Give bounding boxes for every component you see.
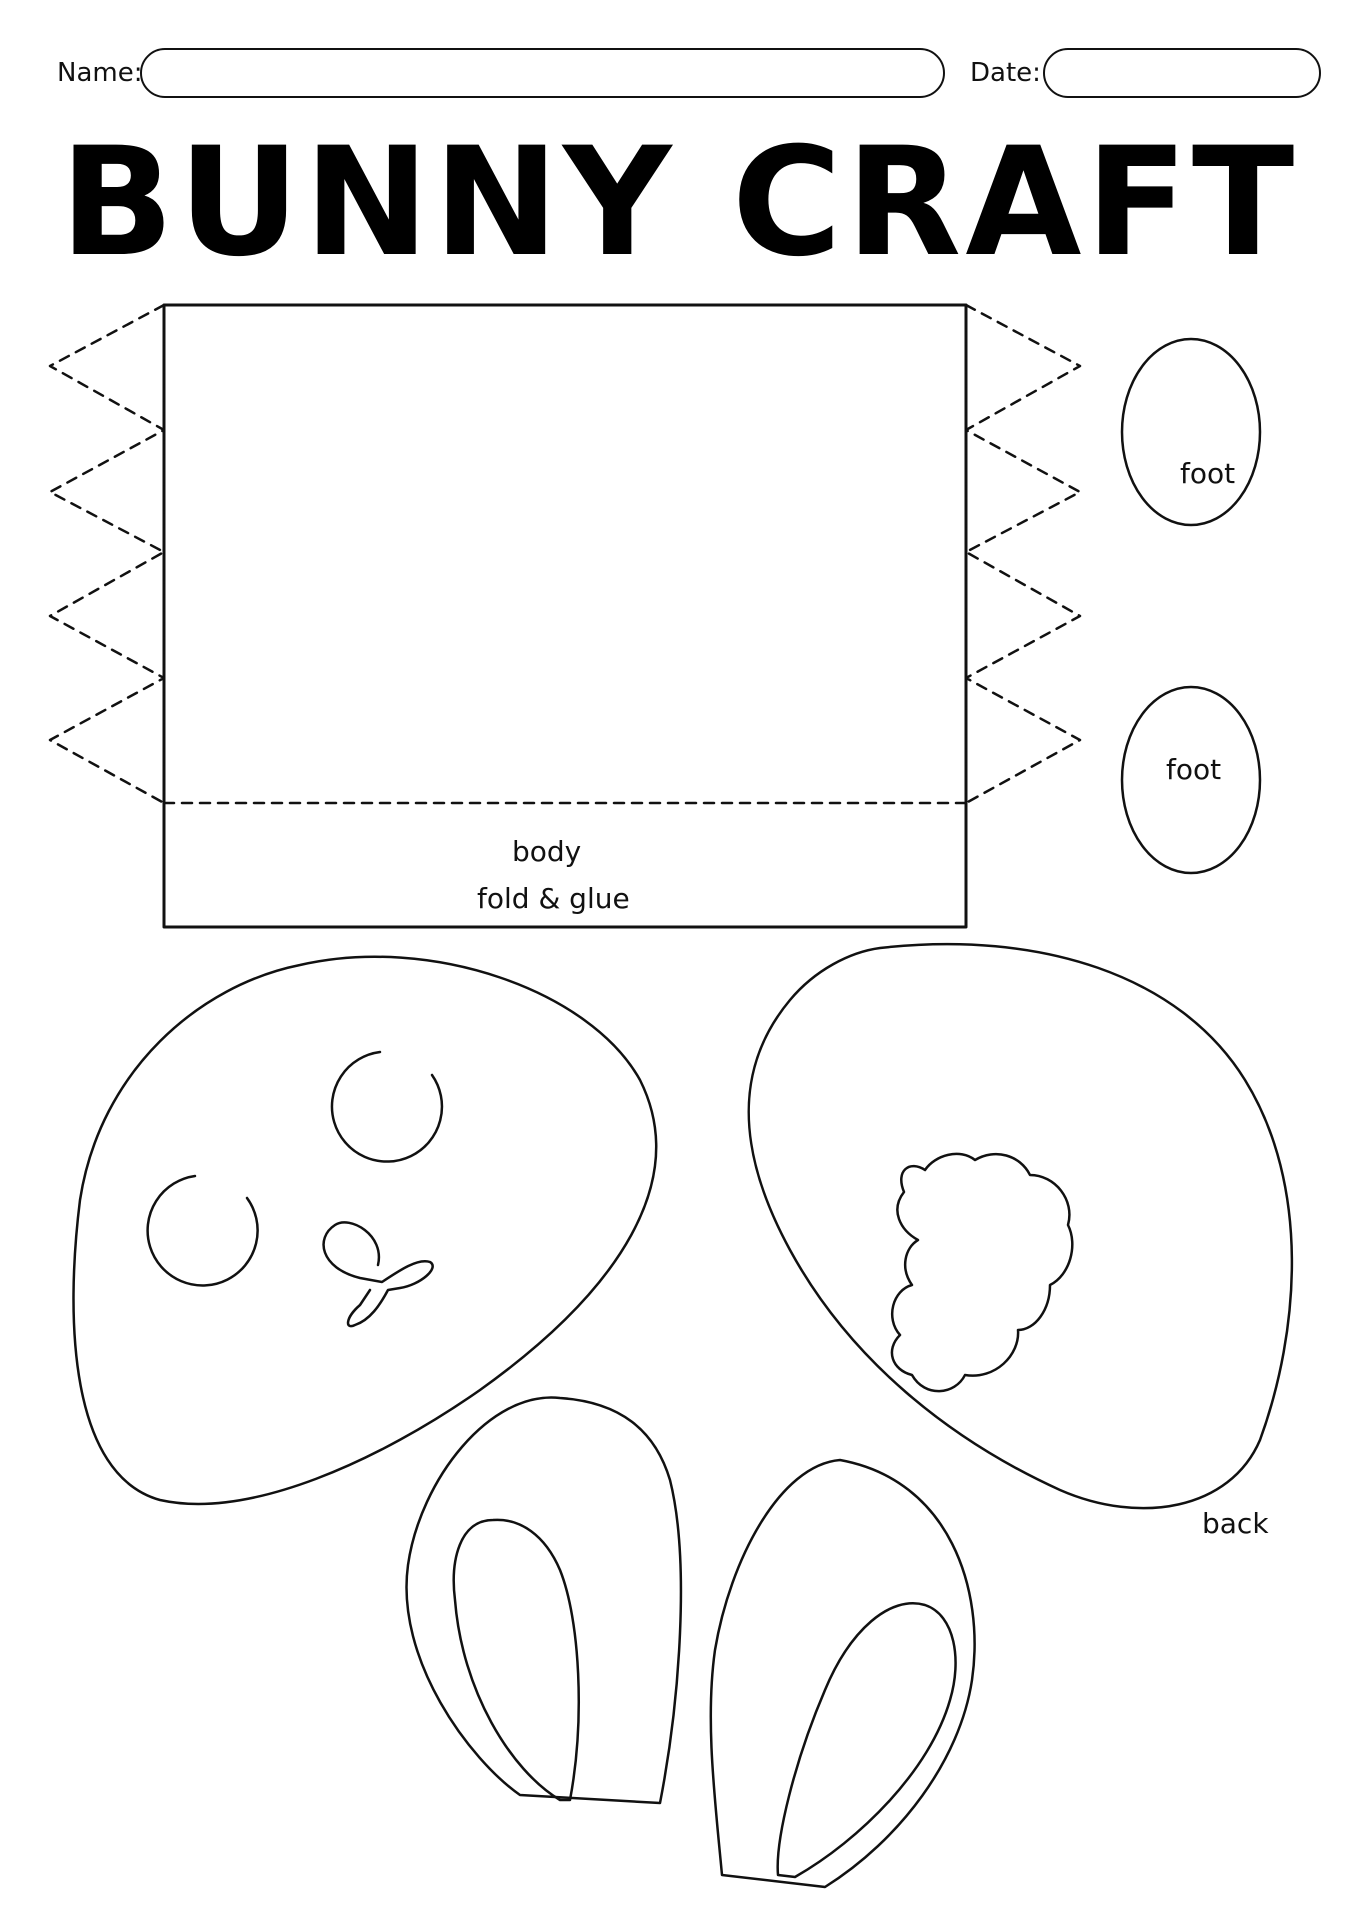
- eye-right-icon: [330, 1050, 444, 1163]
- name-label: Name:: [57, 58, 143, 88]
- nose-mouth-icon: [322, 1221, 434, 1328]
- ear-left-piece: [405, 1396, 683, 1805]
- ear-right-piece: [709, 1458, 976, 1889]
- page-title: BUNNY CRAFT: [59, 116, 1299, 290]
- foot-bottom-piece: [1120, 685, 1262, 875]
- tail-icon: [890, 1152, 1074, 1393]
- back-piece: [747, 942, 1294, 1510]
- name-field[interactable]: [140, 48, 945, 98]
- face-piece: [72, 955, 658, 1506]
- back-label: back: [1202, 1507, 1269, 1540]
- body-label: body: [512, 835, 582, 868]
- date-label: Date:: [970, 58, 1041, 88]
- foot-top-label: foot: [1180, 457, 1236, 490]
- foot-top-piece: [1120, 337, 1262, 527]
- foot-bottom-label: foot: [1166, 753, 1222, 786]
- eye-left-icon: [146, 1174, 259, 1287]
- date-field[interactable]: [1043, 48, 1321, 98]
- body-piece: [48, 303, 1082, 929]
- fold-glue-label: fold & glue: [477, 882, 630, 915]
